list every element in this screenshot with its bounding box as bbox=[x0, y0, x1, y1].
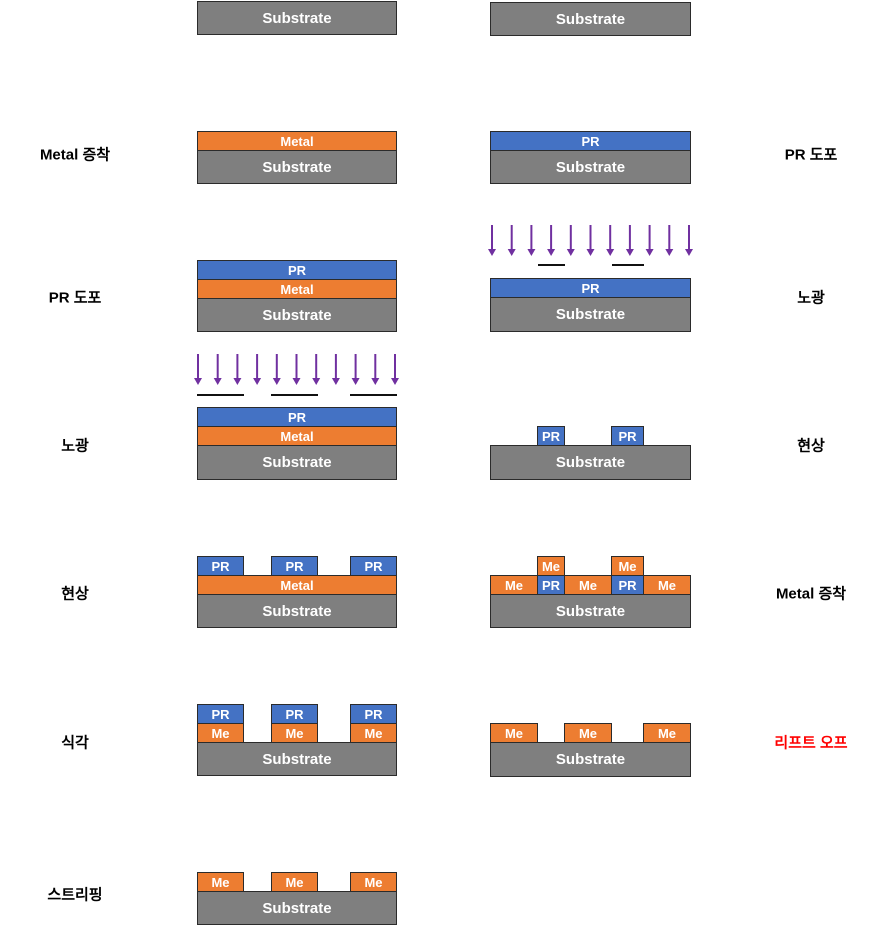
uv-arrow-icon bbox=[233, 354, 242, 385]
pr-pattern: PR bbox=[271, 704, 318, 724]
metal-pattern: Me bbox=[564, 575, 612, 595]
substrate-layer: Substrate bbox=[490, 2, 691, 36]
metal-pattern: Me bbox=[643, 723, 691, 743]
metal-layer: Metal bbox=[197, 131, 397, 151]
step-label: 스트리핑 bbox=[47, 886, 103, 904]
substrate-layer: Substrate bbox=[490, 594, 691, 628]
step-label: Metal 증착 bbox=[39, 146, 111, 164]
pr-layer: PR bbox=[197, 260, 397, 280]
step-label: 현상 bbox=[797, 437, 825, 455]
pr-pattern: PR bbox=[611, 575, 644, 595]
step-label: PR 도포 bbox=[48, 289, 102, 307]
pr-layer: PR bbox=[197, 407, 397, 427]
metal-pattern: Me bbox=[350, 723, 397, 743]
metal-pattern: Me bbox=[643, 575, 691, 595]
uv-arrow-icon bbox=[391, 354, 399, 385]
metal-pattern: Me bbox=[490, 575, 538, 595]
metal-layer: Metal bbox=[197, 279, 397, 299]
pr-pattern: PR bbox=[350, 556, 397, 576]
uv-arrow-icon bbox=[272, 354, 281, 385]
photomask bbox=[197, 394, 244, 396]
metal-layer: Metal bbox=[197, 426, 397, 446]
uv-exposure-arrows bbox=[488, 225, 693, 256]
substrate-layer: Substrate bbox=[490, 445, 691, 480]
pr-layer: PR bbox=[490, 131, 691, 151]
metal-on-pr: Me bbox=[537, 556, 565, 576]
substrate-layer: Substrate bbox=[490, 297, 691, 332]
uv-arrow-icon bbox=[527, 225, 536, 256]
substrate-layer: Substrate bbox=[197, 742, 397, 776]
step-label: Metal 증착 bbox=[775, 585, 847, 603]
uv-arrow-icon bbox=[625, 225, 634, 256]
metal-pattern: Me bbox=[564, 723, 612, 743]
step-label: PR 도포 bbox=[784, 146, 838, 164]
uv-arrow-icon bbox=[566, 225, 575, 256]
metal-pattern: Me bbox=[490, 723, 538, 743]
pr-pattern: PR bbox=[350, 704, 397, 724]
metal-layer: Metal bbox=[197, 575, 397, 595]
substrate-layer: Substrate bbox=[197, 445, 397, 480]
substrate-layer: Substrate bbox=[197, 150, 397, 184]
uv-arrow-icon bbox=[606, 225, 615, 256]
pr-pattern: PR bbox=[537, 575, 565, 595]
uv-arrow-icon bbox=[665, 225, 674, 256]
metal-pattern: Me bbox=[197, 872, 244, 892]
photomask bbox=[612, 264, 644, 266]
uv-arrow-icon bbox=[351, 354, 360, 385]
substrate-layer: Substrate bbox=[490, 742, 691, 777]
uv-arrow-icon bbox=[547, 225, 556, 256]
substrate-layer: Substrate bbox=[197, 1, 397, 35]
uv-arrow-icon bbox=[253, 354, 262, 385]
photomask bbox=[538, 264, 565, 266]
photomask bbox=[350, 394, 397, 396]
metal-on-pr: Me bbox=[611, 556, 644, 576]
uv-arrow-icon bbox=[371, 354, 380, 385]
step-label: 노광 bbox=[61, 437, 89, 455]
metal-pattern: Me bbox=[350, 872, 397, 892]
pr-pattern: PR bbox=[197, 704, 244, 724]
pr-pattern: PR bbox=[537, 426, 565, 446]
substrate-layer: Substrate bbox=[197, 594, 397, 628]
photomask bbox=[271, 394, 318, 396]
metal-pattern: Me bbox=[197, 723, 244, 743]
substrate-layer: Substrate bbox=[197, 891, 397, 925]
uv-arrow-icon bbox=[507, 225, 516, 256]
uv-arrow-icon bbox=[586, 225, 595, 256]
uv-arrow-icon bbox=[331, 354, 340, 385]
pr-pattern: PR bbox=[271, 556, 318, 576]
pr-layer: PR bbox=[490, 278, 691, 298]
substrate-layer: Substrate bbox=[490, 150, 691, 184]
uv-arrow-icon bbox=[685, 225, 693, 256]
step-label: 노광 bbox=[797, 289, 825, 307]
uv-arrow-icon bbox=[645, 225, 654, 256]
uv-arrow-icon bbox=[488, 225, 496, 256]
uv-arrow-icon bbox=[312, 354, 321, 385]
pr-pattern: PR bbox=[197, 556, 244, 576]
substrate-layer: Substrate bbox=[197, 298, 397, 332]
step-label: 식각 bbox=[61, 734, 89, 752]
uv-arrow-icon bbox=[213, 354, 222, 385]
uv-arrow-icon bbox=[194, 354, 202, 385]
uv-exposure-arrows bbox=[194, 354, 399, 385]
pr-pattern: PR bbox=[611, 426, 644, 446]
metal-pattern: Me bbox=[271, 723, 318, 743]
uv-arrow-icon bbox=[292, 354, 301, 385]
metal-pattern: Me bbox=[271, 872, 318, 892]
step-label: 현상 bbox=[61, 585, 89, 603]
step-label-liftoff: 리프트 오프 bbox=[774, 734, 848, 752]
